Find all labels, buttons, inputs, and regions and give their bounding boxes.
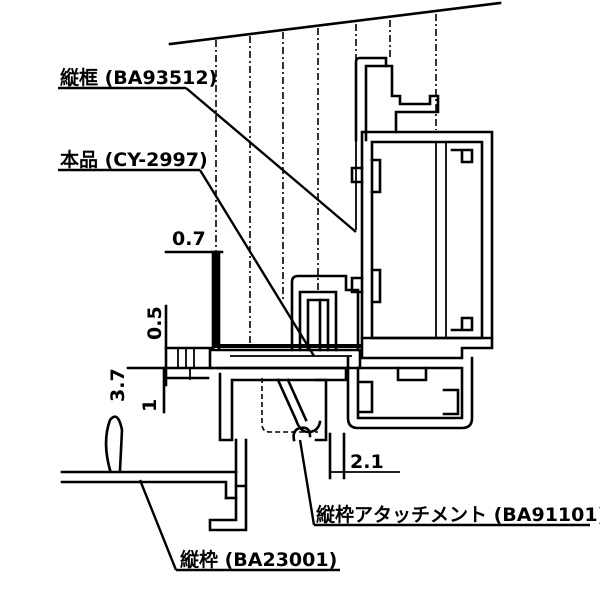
- dim-0-7-label: 0.7: [172, 228, 206, 250]
- frame-profile-upper: [354, 56, 440, 230]
- label-product: 本品 (CY-2997): [60, 148, 208, 171]
- main-frame-profile: [350, 130, 494, 360]
- dim-1-label: 1: [139, 399, 161, 412]
- top-edge-line: [168, 1, 502, 46]
- attachment-clip: [216, 366, 348, 442]
- label-attachment: 縦枠アタッチメント (BA91101): [316, 503, 600, 526]
- lower-attachment: [261, 356, 474, 433]
- center-lines: [215, 14, 437, 345]
- leader-lines: [58, 86, 590, 572]
- dim-0-5: [164, 304, 214, 387]
- dim-2-1: [328, 432, 400, 480]
- dim-3-7: [126, 366, 210, 414]
- product-strip: [208, 344, 362, 370]
- dim-0-7: [164, 250, 224, 350]
- label-frame-vertical-lower: 縦枠 (BA23001): [180, 548, 337, 571]
- label-frame-vertical: 縦框 (BA93512): [60, 66, 217, 89]
- lower-frame-profile: [60, 415, 248, 532]
- dim-0-5-label: 0.5: [144, 306, 166, 340]
- inner-channel: [290, 274, 360, 352]
- dim-2-1-label: 2.1: [350, 451, 384, 473]
- dim-3-7-label: 3.7: [107, 368, 129, 402]
